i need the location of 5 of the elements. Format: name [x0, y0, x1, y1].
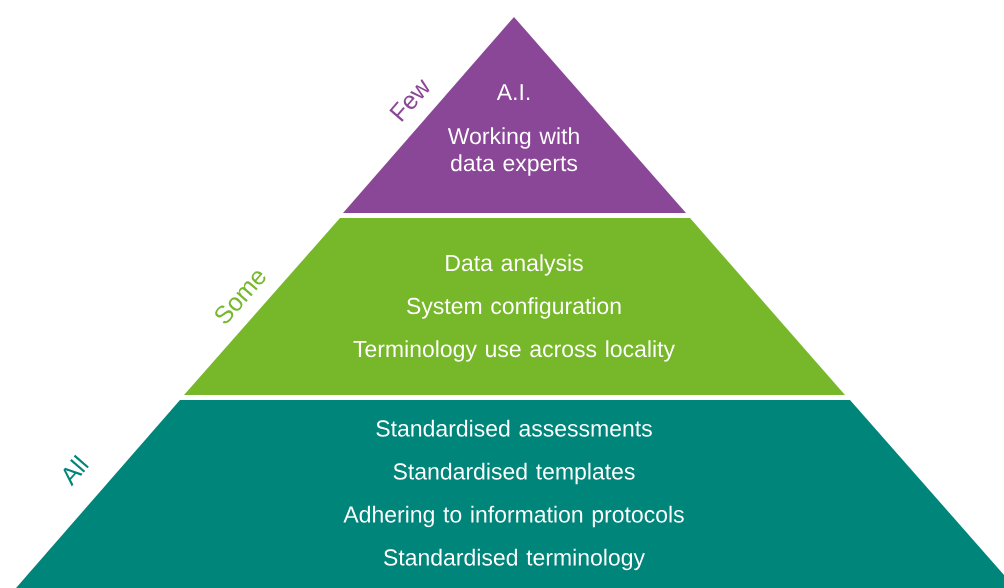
node-label: Standardised templates	[393, 462, 635, 485]
node-label: Adhering to information protocols	[343, 505, 684, 528]
node-label: Standardised terminology	[384, 548, 645, 571]
tier-label: All	[63, 454, 89, 487]
node-label: Standardised assessments	[376, 419, 652, 437]
